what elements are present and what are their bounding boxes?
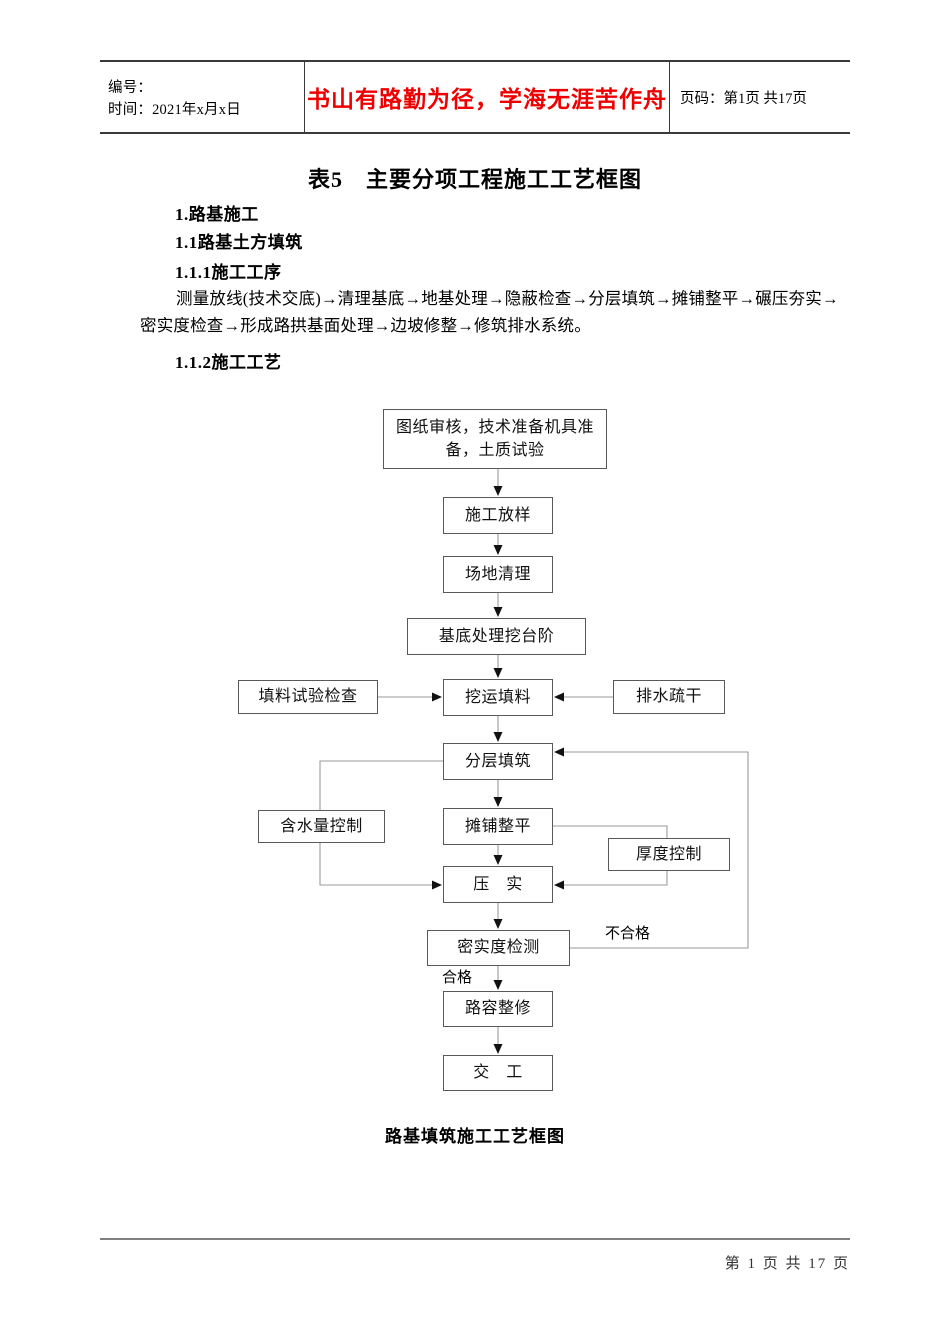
footer-page-number: 第 1 页 共 17 页: [724, 1256, 850, 1272]
heading-1-1-1-procedure: 1.1.1施工工序: [175, 263, 282, 282]
flow-node-density-test: 密实度检测: [427, 930, 570, 966]
header-motto: 书山有路勤为径，学海无涯苦作舟: [307, 87, 667, 112]
flowchart-caption: 路基填筑施工工艺框图: [385, 1127, 565, 1146]
header-number-label: 编号：: [108, 80, 153, 97]
heading-1-1-earth-filling: 1.1路基土方填筑: [175, 233, 303, 252]
header-cell-pages: 页码：第1页 共17页: [670, 62, 850, 132]
header-time-label: 时间：2021年x月x日: [108, 102, 241, 118]
flow-node-layered-filling: 分层填筑: [443, 743, 553, 780]
flow-node-construction-setout: 施工放样: [443, 497, 553, 534]
header-cell-id-time: 编号： 时间：2021年x月x日: [100, 62, 305, 132]
edge-label-unqualified: 不合格: [603, 922, 653, 943]
flow-node-fill-material-test: 填料试验检查: [238, 680, 378, 714]
header-top-rule: [100, 60, 850, 62]
flow-node-road-surface-repair: 路容整修: [443, 991, 553, 1027]
flow-node-foundation-bench: 基底处理挖台阶: [407, 618, 586, 655]
heading-1-1-2-technology: 1.1.2施工工艺: [175, 353, 282, 372]
edge-label-qualified: 合格: [440, 966, 475, 987]
heading-1-roadbed-construction: 1.路基施工: [175, 205, 259, 224]
flow-node-drainage-dewatering: 排水疏干: [613, 680, 725, 714]
header-cell-motto: 书山有路勤为径，学海无涯苦作舟: [305, 62, 670, 132]
flow-node-site-clearing: 场地清理: [443, 556, 553, 593]
footer-rule: [100, 1238, 850, 1240]
flow-node-handover: 交 工: [443, 1055, 553, 1091]
header-table: 编号： 时间：2021年x月x日 书山有路勤为径，学海无涯苦作舟 页码：第1页 …: [100, 62, 850, 132]
flow-node-compaction: 压 实: [443, 866, 553, 903]
flow-node-thickness-control: 厚度控制: [608, 838, 730, 871]
procedure-paragraph: 测量放线(技术交底)→清理基底→地基处理→隐蔽检查→分层填筑→摊铺整平→碾压夯实…: [140, 289, 839, 335]
header-page-count: 页码：第1页 共17页: [680, 90, 807, 107]
flow-node-spread-level: 摊铺整平: [443, 808, 553, 845]
page-title: 表5 主要分项工程施工工艺框图: [307, 167, 642, 192]
header-bottom-rule: [100, 132, 850, 134]
flow-node-preparation: 图纸审核，技术准备机具准备，土质试验: [383, 409, 607, 469]
flow-node-moisture-control: 含水量控制: [258, 810, 385, 843]
flow-node-haul-fill: 挖运填料: [443, 679, 553, 716]
